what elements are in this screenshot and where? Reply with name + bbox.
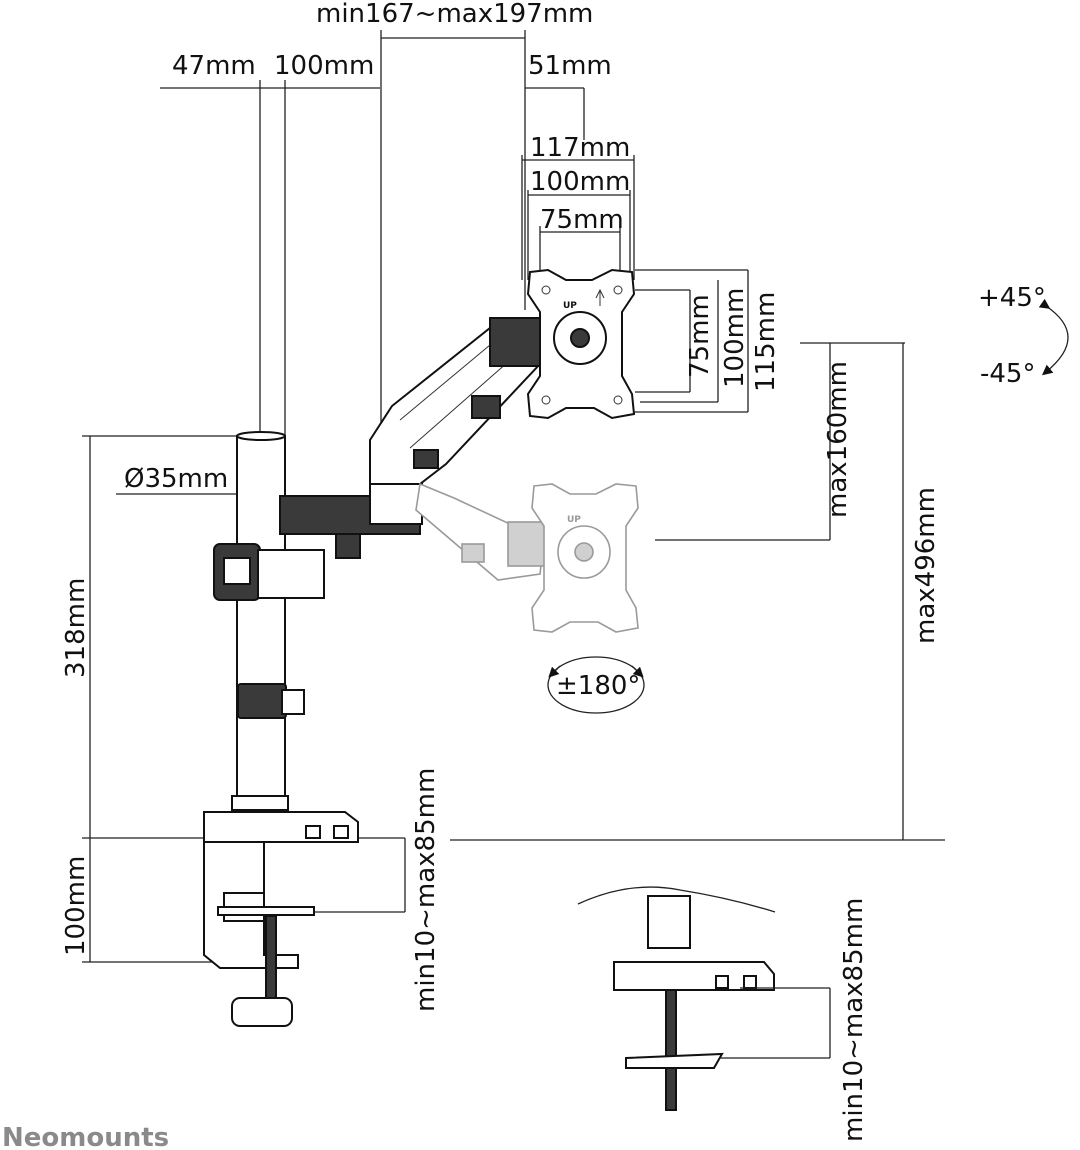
ghost-plate-up-label: UP	[567, 515, 581, 525]
vesa-v75-label: 75mm	[685, 294, 715, 378]
vesa-100-label: 100mm	[530, 167, 630, 197]
vesa-v100-label: 100mm	[720, 288, 750, 388]
vesa-75-label: 75mm	[540, 205, 624, 235]
pole-height-label: 318mm	[61, 578, 91, 678]
clamp-height-label: 100mm	[61, 856, 91, 956]
offset-100-label: 100mm	[274, 51, 374, 81]
lowered-arm-ghost	[415, 482, 547, 581]
left-dimension-lines	[82, 435, 406, 963]
swivel-label: ±180°	[556, 671, 640, 701]
vesa-v115-label: 115mm	[751, 292, 781, 392]
pole-assembly	[231, 431, 305, 811]
offset-51-label: 51mm	[528, 51, 612, 81]
height-dimension-lines	[450, 342, 945, 841]
vesa-117-label: 117mm	[530, 133, 630, 163]
tilt-down-label: -45°	[980, 359, 1035, 389]
offset-47-label: 47mm	[172, 51, 256, 81]
arm-range-label: min167~max197mm	[316, 0, 593, 29]
height-adjust-label: max160mm	[823, 361, 853, 518]
desk-clamp	[203, 811, 359, 1027]
max-height-label: max496mm	[911, 487, 941, 644]
tilt-arrow-icon	[1038, 298, 1069, 376]
tilt-up-label: +45°	[978, 283, 1046, 313]
lower-arm	[213, 483, 423, 601]
brand-logo: Neomounts	[2, 1123, 169, 1150]
grommet-detail	[577, 886, 831, 1111]
pole-diameter-label: Ø35mm	[124, 464, 228, 494]
top-dimension-lines	[160, 30, 749, 500]
swivel-arrow-icon	[547, 656, 645, 714]
vesa-plate-ghost: UP	[531, 483, 639, 633]
plate-up-label: UP	[563, 301, 577, 311]
vesa-plate: UP	[526, 268, 636, 420]
upper-arm	[369, 316, 541, 485]
clamp-range-label: min10~max85mm	[411, 768, 441, 1012]
grommet-range-label: min10~max85mm	[839, 898, 869, 1142]
